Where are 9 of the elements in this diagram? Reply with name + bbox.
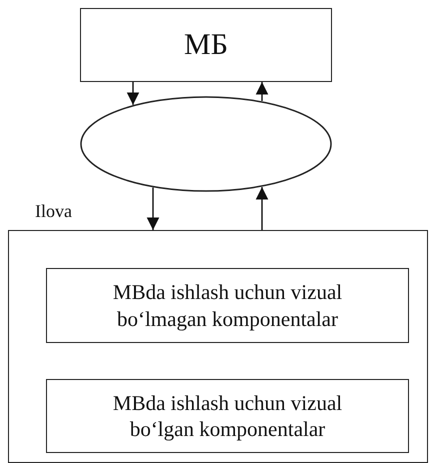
arrow [256, 187, 268, 230]
arrow [126, 82, 140, 105]
group-title: Ilova [35, 201, 72, 222]
arrow [146, 188, 160, 230]
process-box: MBda ishlash uchun vizual bo‘lmagan komponentalar [46, 268, 409, 343]
process-box: MBda ishlash uchun vizual bo‘lgan komponentalar [46, 379, 409, 453]
process-box: МБ [80, 8, 332, 82]
ellipse-node [80, 96, 332, 192]
arrow [256, 82, 268, 101]
